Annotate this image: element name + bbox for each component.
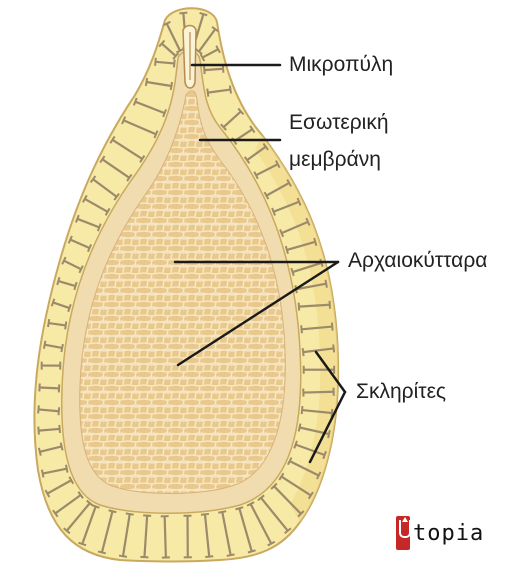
label-archeocytes: Αρχαιοκύτταρα <box>348 248 487 274</box>
sclerite-disc <box>38 405 39 413</box>
sclerite-disc <box>126 513 134 514</box>
sclerite-disc <box>301 325 302 333</box>
sclerite-disc <box>302 406 303 414</box>
sclerite-disc <box>207 89 208 97</box>
sclerite-disc <box>65 321 66 329</box>
sclerite-disc <box>140 557 148 558</box>
sclerite-disc <box>179 13 187 14</box>
label-inner-membrane-line2: μεμβράνη <box>289 147 381 173</box>
sclerite-disc <box>204 66 205 74</box>
sclerite-disc <box>332 323 333 331</box>
logo-mark-icon <box>396 516 410 550</box>
sclerite-disc <box>201 514 209 515</box>
sclerite-disc <box>205 556 213 557</box>
sclerite-rod <box>204 69 223 70</box>
sclerite-disc <box>143 515 151 516</box>
sclerite-disc <box>325 280 326 288</box>
sclerite-disc <box>171 82 172 90</box>
sclerite-disc <box>146 78 147 86</box>
sclerite-disc <box>38 427 39 435</box>
sclerite-disc <box>48 319 49 327</box>
sclerite-disc <box>230 86 231 94</box>
sclerite-disc <box>303 348 304 356</box>
logo-text: topia <box>413 521 484 546</box>
sclerite-rod <box>165 516 166 557</box>
sclerite-rod <box>303 392 333 393</box>
label-sclerites: Σκληρίτες <box>356 379 446 405</box>
label-inner-membrane-line1: Εσωτερική <box>289 110 389 136</box>
sclerite-disc <box>119 556 127 557</box>
sclerite-disc <box>333 344 334 352</box>
utopia-logo: topia <box>396 515 484 551</box>
sclerite-disc <box>58 407 59 415</box>
label-micropyle: Μικροπύλη <box>289 52 393 78</box>
sclerite-disc <box>155 58 156 66</box>
sclerite-disc <box>174 59 175 67</box>
sclerite-rod <box>40 387 59 388</box>
sclerite-disc <box>59 425 60 433</box>
